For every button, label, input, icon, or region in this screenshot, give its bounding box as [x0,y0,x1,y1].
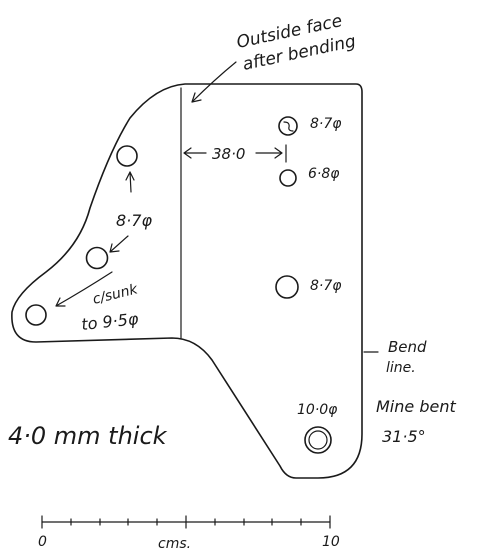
label-hole-68: 6·8φ [308,166,340,182]
hole-small [279,169,297,187]
bracket-outline [11,83,363,479]
label-hole-100: 10·0φ [297,402,338,418]
outside-face-arrow [191,61,237,103]
label-mine-angle: 31·5° [382,427,426,446]
label-bend-line: line. [386,360,416,376]
arrow-to-csunk-hole [55,271,113,307]
arrow-to-mid-hole [109,235,129,253]
label-csunk-to: to 9·5φ [80,309,139,334]
hole-top-right [278,116,298,136]
label-csunk: c/sunk [91,281,140,308]
hole-left-top [116,145,138,167]
hole-top-right-mark [283,121,294,132]
scale-label-10: 10 [322,534,340,550]
label-hole-87-top: 8·7φ [310,116,342,132]
arrow-to-top-hole [125,171,135,193]
scale-label-0: 0 [38,534,47,550]
label-hole-87-mid: 8·7φ [310,278,342,294]
dim-arrow-left [183,147,207,159]
label-thickness: 4·0 mm thick [8,422,168,450]
dim-arrow-right [255,144,287,163]
scale-label-cms: cms. [158,536,191,552]
scale-ticks [41,515,331,529]
hole-large-inner [308,430,328,450]
label-dim-38: 38·0 [212,145,245,163]
label-hole-87-left: 8·7φ [116,211,152,230]
hole-left-mid [85,246,109,270]
hole-left-bottom-csunk [25,304,47,326]
hole-large-outer [304,426,332,454]
hole-mid-right [275,275,299,299]
label-mine-bent: Mine bent [376,397,456,416]
label-bend: Bend [388,338,427,356]
outside-face-arrowhead [191,92,202,103]
